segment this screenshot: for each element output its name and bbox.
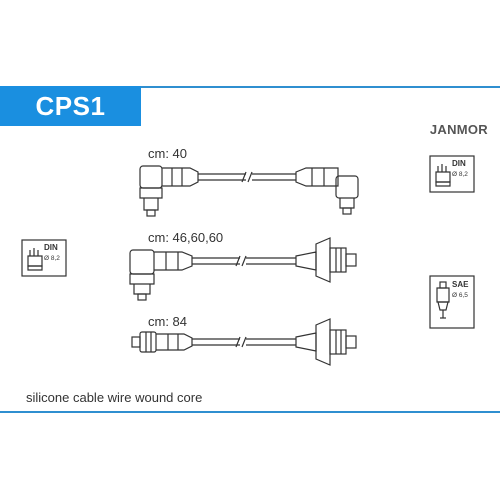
distributor-cap-icon xyxy=(27,248,43,271)
lead-1-length: cm: 40 xyxy=(148,146,188,161)
lead-3-length: cm: 84 xyxy=(148,314,188,329)
lead-3-distributor-boot xyxy=(295,318,357,366)
cable-description: silicone cable wire wound core xyxy=(26,390,203,405)
product-code: CPS1 xyxy=(0,86,141,126)
spark-plug-icon xyxy=(436,281,450,319)
distributor-cap-icon xyxy=(435,164,451,187)
footer-rule xyxy=(0,411,500,413)
sae-badge xyxy=(429,275,475,329)
brand-name: JANMOR xyxy=(429,122,488,137)
lead-1 xyxy=(139,165,359,217)
din-left-title: DIN xyxy=(44,243,58,252)
lead-1-right-boot xyxy=(295,167,359,215)
lead-3-cable-a xyxy=(192,338,240,346)
lead-3-left-boot xyxy=(131,331,193,353)
sae-title: SAE xyxy=(452,280,469,289)
lead-3-cable-b xyxy=(246,338,296,346)
din-badge-right xyxy=(429,155,475,193)
lead-1-left-boot xyxy=(139,165,199,217)
lead-2-left-boot xyxy=(129,249,193,301)
lead-2-cable-b xyxy=(246,257,296,265)
sae-value: Ø 6,5 xyxy=(452,292,468,299)
din-right-title: DIN xyxy=(452,159,466,168)
din-right-value: Ø 8,2 xyxy=(452,171,468,178)
lead-3 xyxy=(131,318,357,366)
header-rule xyxy=(0,86,500,88)
din-badge-left xyxy=(21,239,67,277)
lead-2-distributor-boot xyxy=(295,237,357,283)
lead-2 xyxy=(129,237,357,301)
lead-2-cable-a xyxy=(192,257,240,265)
lead-1-cable-a xyxy=(198,173,246,181)
lead-2-length: cm: 46,60,60 xyxy=(148,230,224,245)
lead-1-cable-b xyxy=(252,173,296,181)
din-left-value: Ø 8,2 xyxy=(44,255,60,262)
